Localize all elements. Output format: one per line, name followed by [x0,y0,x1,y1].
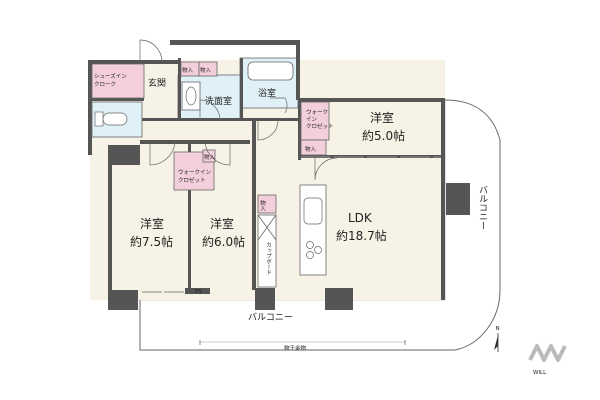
bedroom-c-name: 洋室 [210,216,234,231]
balcony-bottom-label: バルコニー [248,312,293,323]
storage-label-e: 物入 [259,199,266,212]
bath-label: 浴室 [258,87,276,99]
door-swings [139,39,338,181]
balcony-right-label: バルコニー [477,185,488,230]
storage-box-c [300,139,327,156]
cupboard-label: カップボード [265,242,272,276]
walkin-closet-left-label: ウォークインクロゼット [178,168,212,184]
bedroom-c-size: 約6.0帖 [202,234,245,249]
storage-label-c: 物入 [305,145,317,153]
shoe-closet [91,63,145,99]
shoe-closet-label: シューズインクローク [94,72,127,88]
washroom-label: 洗面室 [205,95,232,107]
toilet [91,101,143,138]
ps-label: PS [195,289,202,295]
bedroom-b-size: 約7.5帖 [130,234,173,249]
ldk-name: LDK [348,211,373,225]
walkin-closet-right [300,101,330,141]
bedroom-a-size: 約5.0帖 [362,128,405,143]
storage-box-e [257,194,277,214]
drying-rack-label: 物干金物 [284,344,307,352]
kitchen-counter [299,184,327,276]
bathtub [247,61,294,81]
storage-box-d [202,149,216,163]
ldk-size: 約18.7帖 [336,228,387,243]
storage-label-b: 物入 [200,66,212,74]
bedroom-a-name: 洋室 [370,110,394,125]
bedroom-b-name: 洋室 [140,216,164,231]
cupboard [257,214,277,288]
outer-walls [88,40,470,310]
storage-label-a: 物入 [182,66,194,74]
walkin-closet-right-label: ウォークインクロゼット [306,108,334,130]
compass-north-label: N [496,326,500,332]
north-compass-icon: N [494,326,500,352]
entrance-label: 玄関 [148,77,166,89]
storage-label-d: 物入 [204,153,216,161]
storage-box-b [198,61,218,77]
will-logo-icon: WILL [528,344,567,376]
drying-rack-marks [199,340,406,345]
logo-text: WILL [533,370,547,376]
washbasin [181,81,201,111]
